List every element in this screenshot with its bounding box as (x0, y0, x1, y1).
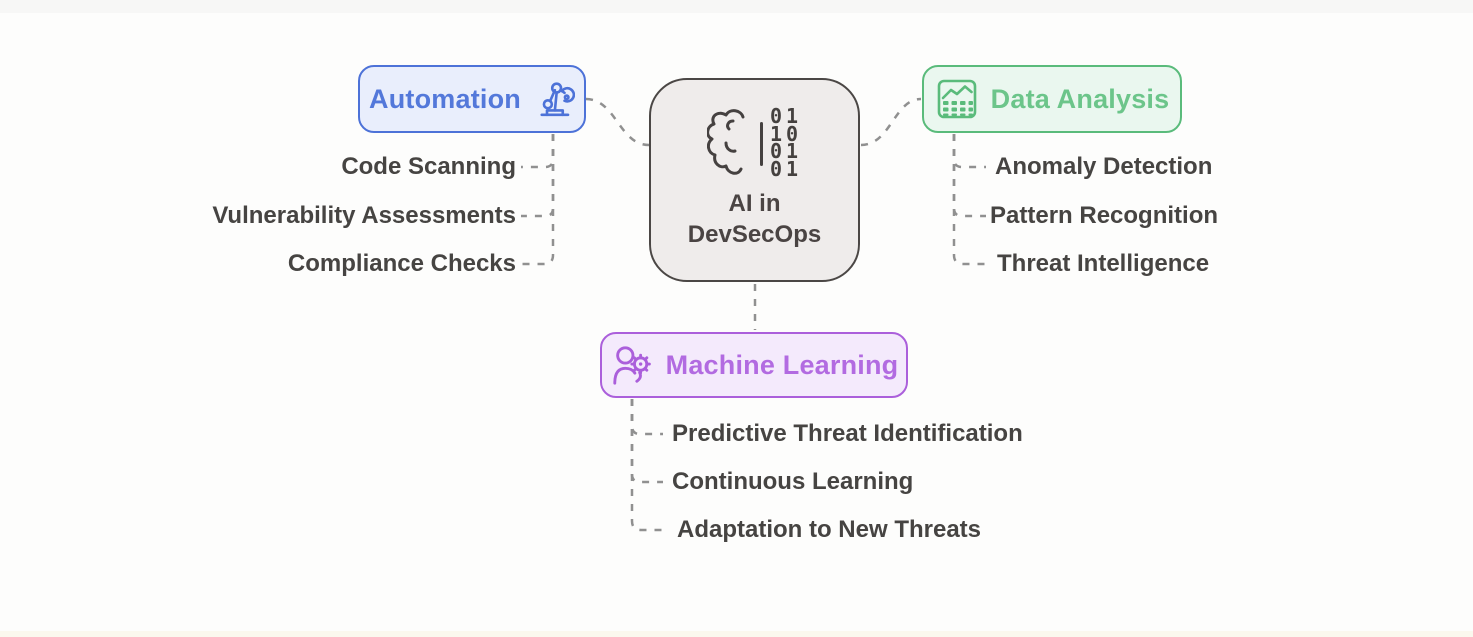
robot-arm-icon (533, 78, 575, 120)
bottom-strip (0, 631, 1473, 637)
item-code-scanning: Code Scanning (341, 153, 516, 180)
item-vulnerability-assessments: Vulnerability Assessments (212, 202, 516, 229)
person-gear-icon (610, 343, 654, 387)
top-strip (0, 0, 1473, 13)
divider-bar (759, 122, 763, 166)
item-predictive-threat-identification: Predictive Threat Identification (672, 420, 1023, 447)
automation-label: Automation (369, 83, 521, 114)
center-title-line2: DevSecOps (687, 221, 822, 248)
connector-automation-center (585, 97, 650, 147)
item-anomaly-detection: Anomaly Detection (995, 153, 1213, 180)
connector-automation-item-3 (521, 134, 555, 266)
node-ai-in-devsecops[interactable]: 01 10 01 01 AI in DevSecOps (649, 78, 860, 282)
item-compliance-checks: Compliance Checks (287, 250, 516, 277)
brain-half-icon (706, 109, 745, 175)
chart-grid-icon (935, 77, 979, 121)
connector-ml-item-2 (630, 399, 663, 484)
center-node-title: AI in DevSecOps (688, 188, 821, 250)
connector-automation-item-1 (521, 134, 555, 169)
node-machine-learning[interactable]: Machine Learning (600, 332, 908, 398)
data-analysis-label: Data Analysis (990, 83, 1170, 114)
connector-automation-item-2 (521, 134, 555, 218)
item-threat-intelligence: Threat Intelligence (997, 250, 1210, 277)
binary-row: 01 (769, 156, 803, 181)
center-title-line1: AI in (728, 190, 781, 217)
binary-row: 01 (769, 104, 803, 128)
brain-binary-icon: 01 10 01 01 (706, 104, 803, 181)
connector-data-item-3 (952, 134, 986, 266)
node-data-analysis[interactable]: Data Analysis (922, 65, 1182, 133)
binary-digits: 01 10 01 01 (769, 104, 803, 181)
connector-ml-item-1 (630, 399, 663, 436)
node-automation[interactable]: Automation (358, 65, 586, 133)
connector-center-data (860, 97, 922, 147)
item-continuous-learning: Continuous Learning (672, 468, 914, 495)
item-pattern-recognition: Pattern Recognition (990, 202, 1219, 229)
item-adaptation-to-new-threats: Adaptation to New Threats (677, 516, 982, 543)
binary-row: 10 (769, 121, 803, 146)
machine-learning-label: Machine Learning (665, 349, 899, 380)
connector-data-item-2 (952, 134, 986, 218)
binary-row: 01 (769, 139, 803, 163)
connector-data-item-1 (952, 134, 986, 169)
connector-ml-item-3 (630, 399, 663, 532)
